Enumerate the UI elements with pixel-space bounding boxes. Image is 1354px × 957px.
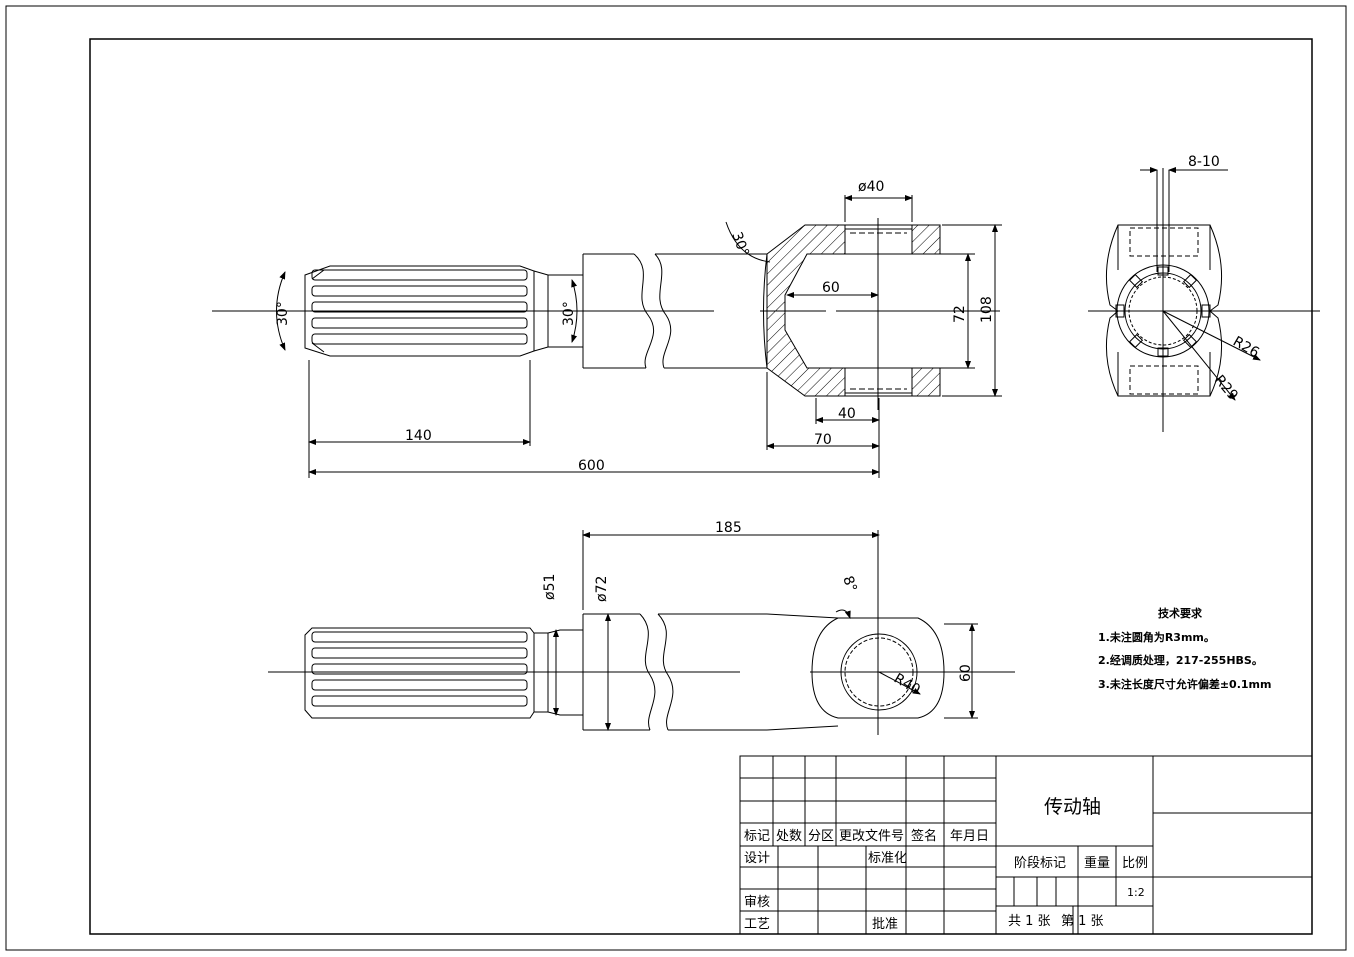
label-scale: 比例 [1122,856,1148,871]
label-approve: 批准 [872,917,898,932]
header-sign: 签名 [911,828,937,844]
dim-40: 40 [838,406,856,422]
angle-8: 8° [839,574,859,594]
label-design: 设计 [744,851,770,866]
header-count: 处数 [776,829,802,844]
dim-phi51: ø51 [542,574,558,600]
note-3: 3.未注长度尺寸允许偏差±0.1mm [1098,677,1271,691]
label-weight: 重量 [1084,855,1110,871]
note-2: 2.经调质处理，217-255HBS。 [1098,653,1263,667]
notes-title: 技术要求 [1158,606,1203,620]
label-standard: 标准化 [868,851,907,866]
label-process: 工艺 [744,917,770,932]
sheet-total: 共 1 张 [1008,914,1051,929]
inner-border [89,38,1313,935]
top-view [268,530,1015,735]
header-mark: 标记 [744,829,770,844]
label-review: 审核 [744,895,770,910]
note-1: 1.未注圆角为R3mm。 [1098,630,1215,644]
front-view [212,195,1002,478]
dim-108: 108 [979,296,995,323]
dim-185: 185 [715,520,742,536]
dim-70: 70 [814,432,832,448]
angle-30-spline: 30° [275,301,291,326]
outer-border [5,5,1347,951]
title-block [739,755,1313,935]
technical-notes: 技术要求 1.未注圆角为R3mm。 2.经调质处理，217-255HBS。 3.… [1098,606,1271,691]
part-name: 传动轴 [1044,796,1101,818]
title-block-text: 传动轴 标记 处数 分区 更改文件号 签名 年月日 设计 标准化 审核 工艺 批… [744,796,1148,932]
dim-phi40: ø40 [858,179,884,195]
side-view [1088,167,1320,432]
dimension-labels: 140 600 60 72 108 40 70 ø40 30° 30° 30° … [275,154,1262,698]
dim-140: 140 [405,428,432,444]
sheet-number: 第 1 张 [1061,914,1104,929]
label-stage: 阶段标记 [1014,856,1066,871]
dim-72: 72 [952,305,968,323]
dim-60: 60 [822,280,840,296]
dim-r26: R26 [1230,334,1262,362]
angle-30-neck: 30° [561,301,577,326]
dim-phi72: ø72 [594,576,610,602]
angle-30-fork: 30° [728,230,752,259]
header-date: 年月日 [950,829,989,844]
dim-r40: R40 [891,671,923,699]
dim-600: 600 [578,458,605,474]
scale-value: 1:2 [1127,886,1145,899]
dim-60-top: 60 [958,664,974,682]
dim-r29: R29 [1211,372,1241,403]
header-docno: 更改文件号 [839,829,904,844]
dim-8-10: 8-10 [1188,154,1220,170]
header-zone: 分区 [808,829,834,844]
